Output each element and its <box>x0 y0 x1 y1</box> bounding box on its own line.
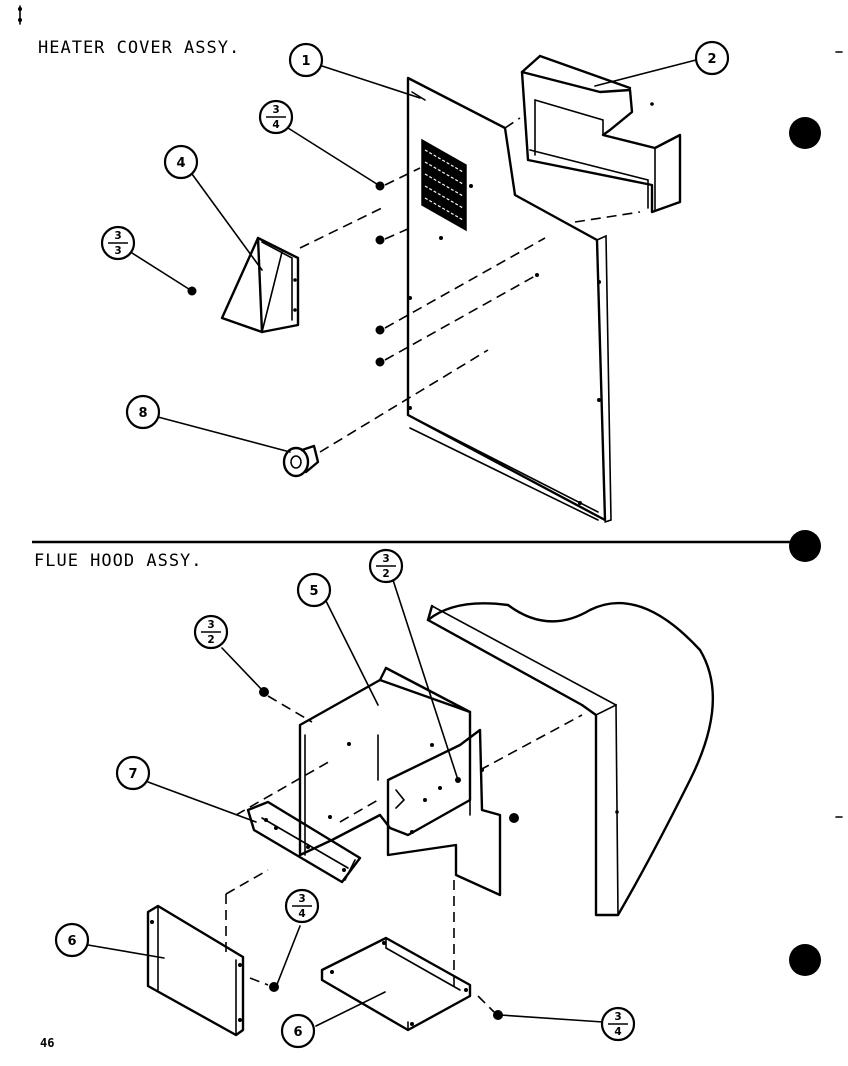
top-vent-box <box>520 54 682 214</box>
svg-text:5: 5 <box>309 584 318 599</box>
callout-6-left: 6 <box>54 922 90 958</box>
flue-hood-body <box>426 601 715 917</box>
callout-5: 5 <box>296 572 332 608</box>
flue-section-title: FLUE HOOD ASSY. <box>34 551 203 571</box>
edge-marks <box>835 51 843 818</box>
svg-text:6: 6 <box>67 934 76 949</box>
heater-leader-lines <box>131 59 697 453</box>
svg-text:8: 8 <box>138 406 147 421</box>
svg-text:4: 4 <box>272 119 279 131</box>
flue-side-panel-left <box>146 904 245 1037</box>
svg-text:2: 2 <box>707 52 716 67</box>
svg-text:3: 3 <box>114 230 121 242</box>
flue-leader-lines <box>87 579 604 1027</box>
page-number: 46 <box>40 1036 54 1050</box>
heater-cover-panel <box>406 76 612 523</box>
fraction-callout-3-4-top: 3 4 <box>258 99 294 135</box>
flue-bracket-front-plate <box>386 728 502 897</box>
callout-7: 7 <box>115 755 151 791</box>
binder-hole-middle <box>789 530 821 562</box>
fraction-callout-3-3: 3 3 <box>100 225 136 261</box>
callout-2: 2 <box>694 40 730 76</box>
fraction-callout-3-2-right: 3 2 <box>368 548 404 584</box>
svg-text:2: 2 <box>207 634 214 646</box>
svg-text:3: 3 <box>298 893 305 905</box>
svg-text:3: 3 <box>207 619 214 631</box>
callout-4: 4 <box>163 144 199 180</box>
binder-hole-bottom <box>789 944 821 976</box>
callout-8: 8 <box>125 394 161 430</box>
flue-bracket-small <box>246 800 362 884</box>
svg-text:3: 3 <box>114 245 121 257</box>
svg-text:1: 1 <box>301 54 310 69</box>
fraction-callout-3-2-left: 3 2 <box>193 614 229 650</box>
svg-text:4: 4 <box>298 908 305 920</box>
flue-bottom-tray <box>320 936 472 1032</box>
knob <box>282 444 320 478</box>
flue-bracket-upper <box>298 666 472 857</box>
binder-hole-top <box>789 117 821 149</box>
callout-1: 1 <box>288 42 324 78</box>
svg-text:3: 3 <box>614 1011 621 1023</box>
svg-text:3: 3 <box>382 553 389 565</box>
svg-text:3: 3 <box>272 104 279 116</box>
hood <box>220 236 300 334</box>
flue-assembly-lines <box>225 695 583 1013</box>
grille <box>421 138 467 232</box>
fraction-callout-3-4-bottom: 3 4 <box>600 1006 636 1042</box>
svg-text:7: 7 <box>128 767 137 782</box>
svg-text:4: 4 <box>176 156 185 171</box>
svg-text:2: 2 <box>382 568 389 580</box>
svg-text:4: 4 <box>614 1026 621 1038</box>
heater-assembly-lines <box>299 117 641 453</box>
heater-section-title: HEATER COVER ASSY. <box>38 38 240 58</box>
fraction-callout-3-4-middle: 3 4 <box>284 888 320 924</box>
svg-text:6: 6 <box>293 1025 302 1040</box>
callout-6-bottom: 6 <box>280 1013 316 1049</box>
corner-mark <box>18 5 22 25</box>
